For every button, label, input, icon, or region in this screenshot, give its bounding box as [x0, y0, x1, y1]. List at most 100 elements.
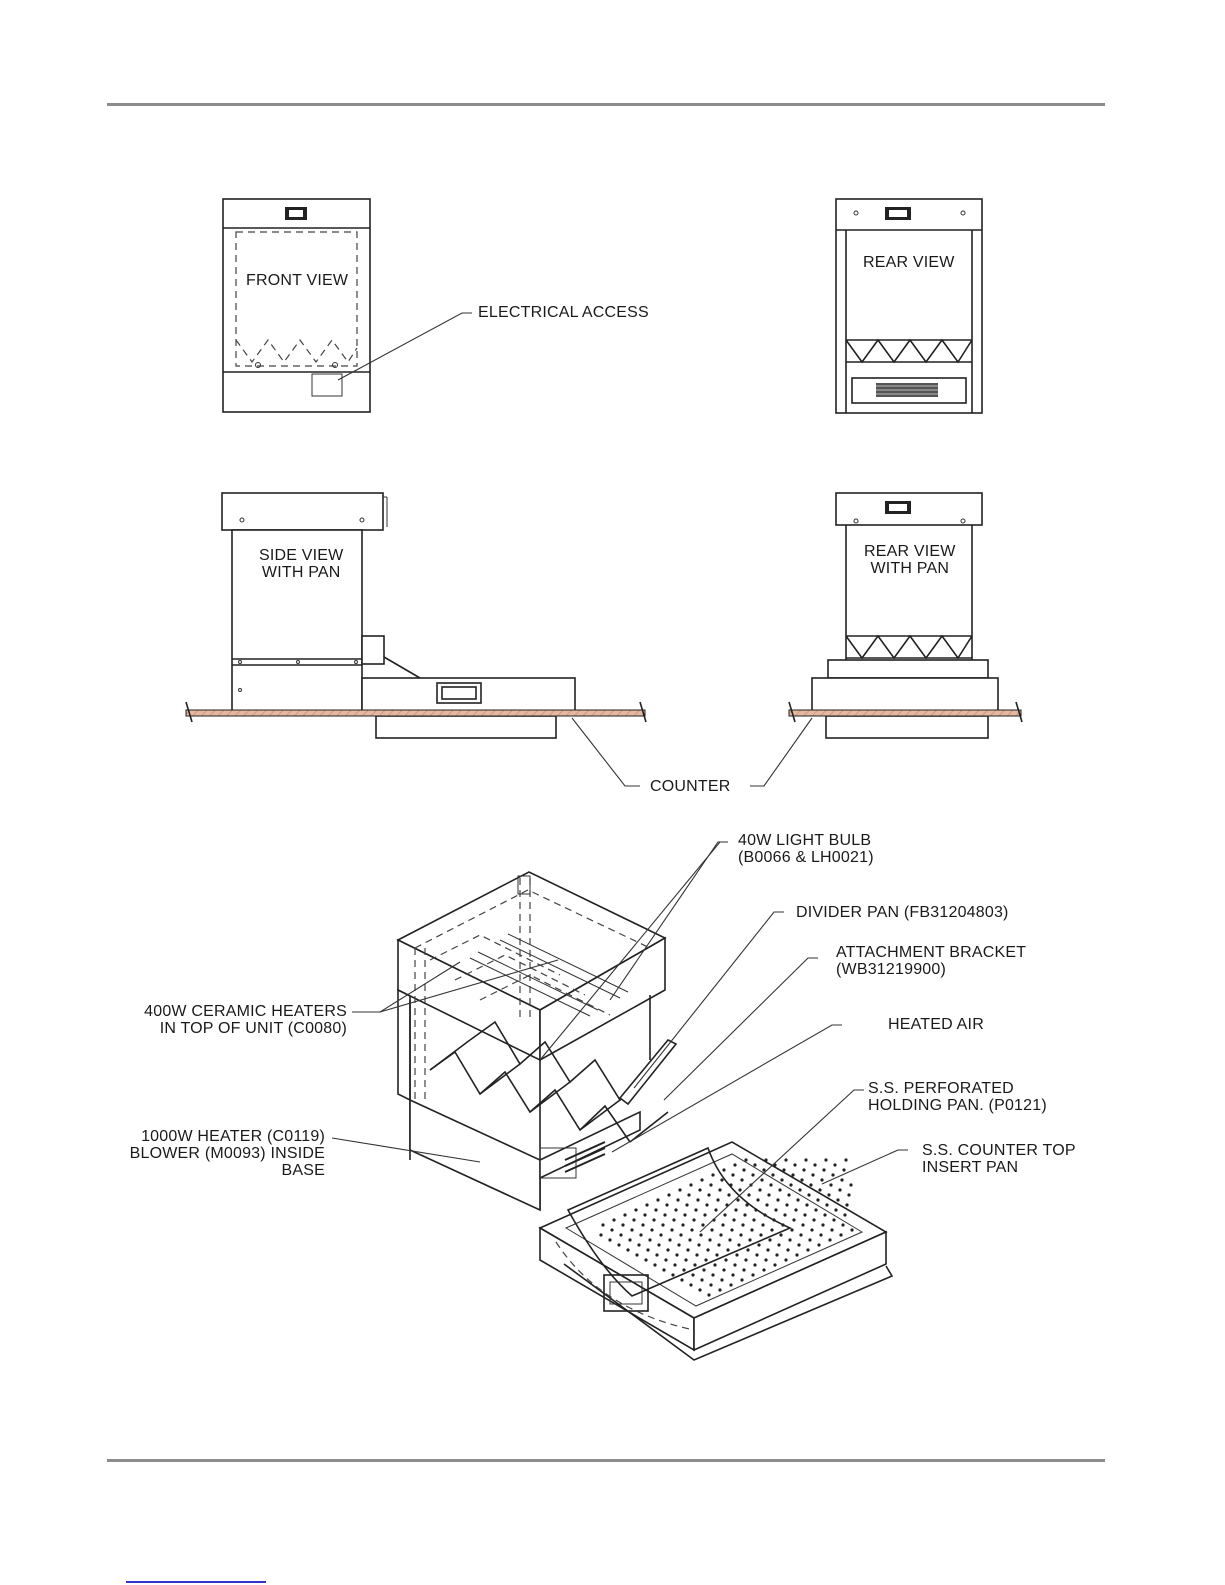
perforation-dot [679, 1233, 683, 1237]
perforation-dot [706, 1248, 710, 1252]
perforation-dot [698, 1188, 702, 1192]
electrical-access-leader [337, 312, 472, 381]
perforation-dot [694, 1208, 698, 1212]
insert-pan-label: S.S. COUNTER TOP INSERT PAN [922, 1142, 1076, 1176]
perforation-dot [708, 1238, 712, 1242]
perforation-dot [792, 1218, 796, 1222]
perforation-dot [813, 1163, 817, 1167]
perforation-dot [797, 1243, 801, 1247]
perforation-dot [720, 1178, 724, 1182]
perforation-dot [716, 1198, 720, 1202]
perforation-dot [652, 1218, 656, 1222]
perforation-dot [733, 1163, 737, 1167]
heater-blower-leader [331, 1137, 481, 1163]
perforation-dot [780, 1178, 784, 1182]
perforation-dot [794, 1208, 798, 1212]
perforation-dot [784, 1258, 788, 1262]
perforation-dot [757, 1243, 761, 1247]
perforation-dot [731, 1273, 735, 1277]
rear-view-pan-label: REAR VIEW WITH PAN [864, 543, 956, 577]
perforation-dot [795, 1253, 799, 1257]
perforation-dot [703, 1213, 707, 1217]
perforation-dot [688, 1238, 692, 1242]
perforation-dot [718, 1288, 722, 1292]
perforated-pan-leader [699, 1089, 864, 1233]
perforation-dot [656, 1198, 660, 1202]
perforation-dot [715, 1253, 719, 1257]
perforation-dot [621, 1223, 625, 1227]
perforation-dot [711, 1173, 715, 1177]
heated-air-label: HEATED AIR [888, 1016, 984, 1033]
perforation-dot [769, 1183, 773, 1187]
perforation-dot [818, 1188, 822, 1192]
perforation-dot [745, 1203, 749, 1207]
perforation-dot [735, 1253, 739, 1257]
perforation-dot [619, 1233, 623, 1237]
perforation-dot [704, 1258, 708, 1262]
perforation-dot [845, 1203, 849, 1207]
perforation-dot [767, 1193, 771, 1197]
perforation-dot [830, 1228, 834, 1232]
perforation-dot [608, 1238, 612, 1242]
perforation-dot [742, 1168, 746, 1172]
perforation-dot [773, 1263, 777, 1267]
perforation-dot [691, 1273, 695, 1277]
perforation-dot [730, 1228, 734, 1232]
heater-blower-line-2: BLOWER (M0093) INSIDE [129, 1145, 325, 1162]
side-view-drawing [221, 492, 576, 739]
perforation-dot [601, 1223, 605, 1227]
perforation-dot [817, 1243, 821, 1247]
perforation-dot [671, 1273, 675, 1277]
perforation-dot [829, 1183, 833, 1187]
perforation-dot [623, 1213, 627, 1217]
perforation-dot [634, 1208, 638, 1212]
perforation-dot [824, 1158, 828, 1162]
perforation-dot [670, 1228, 674, 1232]
perforation-dot [705, 1203, 709, 1207]
perforation-dot [774, 1208, 778, 1212]
perforation-dot [740, 1178, 744, 1182]
perforation-dot [632, 1218, 636, 1222]
ceramic-heaters-leader-b [379, 959, 559, 1013]
perforation-dot [776, 1198, 780, 1202]
perforation-dot [801, 1223, 805, 1227]
perforation-dot [744, 1258, 748, 1262]
heater-blower-line-1: 1000W HEATER (C0119) [141, 1128, 325, 1145]
perforation-dot [709, 1183, 713, 1187]
isometric-drawing [396, 871, 678, 1212]
perforation-dot [645, 1203, 649, 1207]
side-view-line-2: WITH PAN [261, 564, 341, 581]
perforation-dot [809, 1183, 813, 1187]
rear-view-pan-drawing [811, 492, 999, 739]
perforation-dot [727, 1193, 731, 1197]
perforation-dot [617, 1243, 621, 1247]
perforation-dot [717, 1243, 721, 1247]
perforation-dot [733, 1263, 737, 1267]
counter-label: COUNTER [650, 778, 731, 795]
perforation-dot [722, 1268, 726, 1272]
header-rule [107, 103, 1105, 106]
divider-pan-leader [633, 911, 784, 1089]
footer-link-underline[interactable] [126, 1581, 266, 1583]
perforation-dot [701, 1223, 705, 1227]
perforation-dot [686, 1248, 690, 1252]
perforation-dot [843, 1213, 847, 1217]
perforation-dot [700, 1278, 704, 1282]
perforation-dot [756, 1198, 760, 1202]
perforation-dot [812, 1218, 816, 1222]
perforation-dot [729, 1283, 733, 1287]
perforation-dot [723, 1213, 727, 1217]
holding-pan-drawing [538, 1141, 894, 1361]
perforation-dot [665, 1203, 669, 1207]
perforation-dot [699, 1233, 703, 1237]
perforation-dot [755, 1253, 759, 1257]
perforation-dot [612, 1218, 616, 1222]
perforation-dot [702, 1268, 706, 1272]
ceramic-heaters-line-1: 400W CERAMIC HEATERS [144, 1003, 347, 1020]
heater-blower-label: 1000W HEATER (C0119) BLOWER (M0093) INSI… [120, 1128, 325, 1179]
perforation-dot [805, 1203, 809, 1207]
perforation-dot [720, 1278, 724, 1282]
perforation-dot [726, 1248, 730, 1252]
perforation-dot [790, 1228, 794, 1232]
